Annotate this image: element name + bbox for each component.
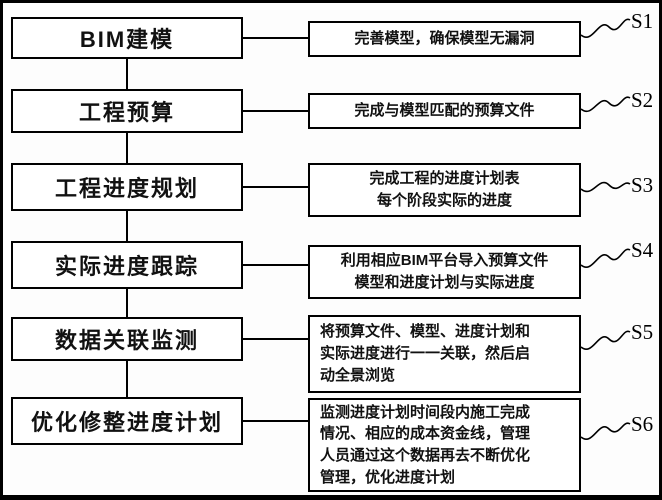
squiggle-2 xyxy=(580,96,631,113)
connector-lines xyxy=(126,18,631,440)
step-2-desc: 完成与模型匹配的预算文件 xyxy=(308,93,581,129)
squiggle-3 xyxy=(580,181,631,193)
step-5-tag: S5 xyxy=(631,320,654,344)
step-3-desc: 完成工程的进度计划表 每个阶段实际的进度 xyxy=(308,163,581,217)
step-6-tag: S6 xyxy=(631,412,654,436)
squiggle-4 xyxy=(580,248,631,268)
step-6-box: 优化修整进度计划 xyxy=(11,397,243,445)
step-5-desc: 将预算文件、模型、进度计划和 实际进度进行一一关联，然后启 动全景浏览 xyxy=(308,315,581,393)
step-4-tag: S4 xyxy=(631,238,654,262)
squiggle-1 xyxy=(580,18,631,38)
step-4-box: 实际进度跟踪 xyxy=(11,241,243,289)
squiggle-6 xyxy=(580,422,631,440)
step-1-desc: 完善模型，确保模型无漏洞 xyxy=(308,21,581,57)
step-2-tag: S2 xyxy=(631,88,654,112)
step-6-desc: 监测进度计划时间段内施工完成 情况、相应的成本资金线，管理 人员通过这个数据再去… xyxy=(308,398,581,492)
step-1-tag: S1 xyxy=(631,9,654,33)
step-3-tag: S3 xyxy=(631,173,654,197)
step-5-box: 数据关联监测 xyxy=(11,317,243,361)
squiggle-5 xyxy=(580,330,631,350)
step-4-desc: 利用相应BIM平台导入预算文件 模型和进度计划与实际进度 xyxy=(308,245,581,299)
step-1-box: BIM建模 xyxy=(11,17,243,59)
step-3-box: 工程进度规划 xyxy=(11,163,243,211)
step-2-box: 工程预算 xyxy=(11,89,243,133)
